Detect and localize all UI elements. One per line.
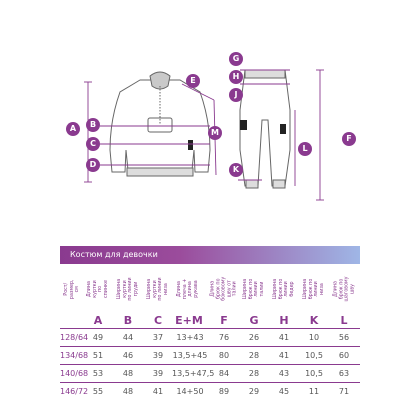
value-cell: 28 — [248, 351, 260, 360]
garment-diagram — [84, 69, 324, 201]
value-cell: 55 — [92, 387, 104, 396]
letter-row: A B C E+M F G H K L — [60, 314, 360, 328]
jacket-sketch — [109, 71, 211, 177]
label-h: H — [229, 70, 243, 84]
size-header-cell: Рост/ размер, см — [60, 264, 84, 314]
value-cell: 43 — [278, 369, 290, 378]
value-cell: 56 — [338, 333, 350, 342]
header-text-b: Ширина куртки по линии груди — [117, 277, 139, 301]
value-cell: 41 — [278, 333, 290, 342]
header-cell-k: Ширина брюк по линии низа — [302, 264, 326, 314]
value-cell: 89 — [218, 387, 230, 396]
measure-lines — [84, 69, 324, 201]
header-text-c: Ширина куртки по линии низа — [147, 277, 169, 301]
value-cell: 45 — [278, 387, 290, 396]
label-a: A — [66, 122, 80, 136]
label-m: M — [208, 126, 222, 140]
header-text-g: Ширина брюк по линии талии — [243, 278, 265, 300]
size-header: Рост/ размер, см — [63, 279, 80, 299]
table-row: 140/68 53 48 39 13,5+47,5 84 28 43 10,5 … — [60, 364, 360, 382]
pants-sketch — [239, 69, 291, 189]
label-j: J — [229, 88, 243, 102]
product-title: Костюм для девочки — [70, 250, 158, 259]
column-letter: H — [279, 314, 289, 327]
column-letter: K — [309, 314, 319, 327]
header-row: Рост/ размер, см Длина куртки по спинке … — [60, 264, 360, 314]
value-cell: 11 — [308, 387, 320, 396]
table-row: 146/72 55 48 41 14+50 89 29 45 11 71 — [60, 382, 360, 400]
value-cell: 10,5 — [305, 369, 323, 378]
size-cell: 140/68 — [60, 369, 89, 378]
table-row: 128/64 49 44 37 13+43 76 26 41 10 56 — [60, 328, 360, 346]
value-cell: 13,5+47,5 — [172, 369, 215, 378]
value-cell: 48 — [122, 387, 134, 396]
header-cell-c: Ширина куртки по линии низа — [146, 264, 170, 314]
column-letter: G — [249, 314, 259, 327]
value-cell: 51 — [92, 351, 104, 360]
value-cell: 28 — [248, 369, 260, 378]
value-cell: 63 — [338, 369, 350, 378]
value-cell: 80 — [218, 351, 230, 360]
header-text-f: Длина брюк по боковому шву от талии — [210, 277, 238, 301]
column-letter: E+M — [175, 314, 203, 327]
label-b: B — [86, 118, 100, 132]
header-cell-a: Длина куртки по спинке — [86, 264, 110, 314]
header-text-l: Длина брюк по шаговому шву — [333, 276, 355, 302]
value-cell: 10,5 — [305, 351, 323, 360]
header-cell-b: Ширина куртки по линии груди — [116, 264, 140, 314]
value-cell: 71 — [338, 387, 350, 396]
label-c: C — [86, 137, 100, 151]
header-text-a: Длина куртки по спинке — [87, 280, 109, 298]
value-cell: 53 — [92, 369, 104, 378]
value-cell: 60 — [338, 351, 350, 360]
header-cell-l: Длина брюк по шаговому шву — [332, 264, 356, 314]
value-cell: 48 — [122, 369, 134, 378]
value-cell: 39 — [152, 351, 164, 360]
value-cell: 44 — [122, 333, 134, 342]
size-table: Рост/ размер, см Длина куртки по спинке … — [60, 264, 360, 400]
value-cell: 84 — [218, 369, 230, 378]
label-k: K — [229, 163, 243, 177]
value-cell: 26 — [248, 333, 260, 342]
value-cell: 14+50 — [176, 387, 204, 396]
column-letter: A — [93, 314, 103, 327]
label-l: L — [298, 142, 312, 156]
value-cell: 39 — [152, 369, 164, 378]
label-d: D — [86, 158, 100, 172]
product-banner: Костюм для девочки — [60, 246, 360, 264]
column-letter: F — [220, 314, 228, 327]
column-letter: B — [123, 314, 133, 327]
value-cell: 29 — [248, 387, 260, 396]
value-cell: 37 — [152, 333, 164, 342]
header-cell-em: Длина плеча + длина рукава — [176, 264, 200, 314]
value-cell: 41 — [278, 351, 290, 360]
label-e: E — [186, 74, 200, 88]
column-letter: L — [340, 314, 348, 327]
header-cell-g: Ширина брюк по линии талии — [242, 264, 266, 314]
header-text-h: Ширина брюк по линии бедер — [273, 278, 295, 300]
size-cell: 134/68 — [60, 351, 89, 360]
header-cell-f: Длина брюк по боковому шву от талии — [210, 264, 238, 314]
table-row: 134/68 51 46 39 13,5+45 80 28 41 10,5 60 — [60, 346, 360, 364]
label-f: F — [342, 132, 356, 146]
header-cell-h: Ширина брюк по линии бедер — [272, 264, 296, 314]
value-cell: 49 — [92, 333, 104, 342]
value-cell: 13,5+45 — [172, 351, 208, 360]
value-cell: 13+43 — [176, 333, 204, 342]
column-letter: C — [153, 314, 163, 327]
header-text-em: Длина плеча + длина рукава — [177, 278, 199, 300]
value-cell: 46 — [122, 351, 134, 360]
value-cell: 76 — [218, 333, 230, 342]
value-cell: 41 — [152, 387, 164, 396]
size-cell: 146/72 — [60, 387, 89, 396]
size-cell: 128/64 — [60, 333, 89, 342]
value-cell: 10 — [308, 333, 320, 342]
label-g: G — [229, 52, 243, 66]
header-text-k: Ширина брюк по линии низа — [303, 278, 325, 300]
